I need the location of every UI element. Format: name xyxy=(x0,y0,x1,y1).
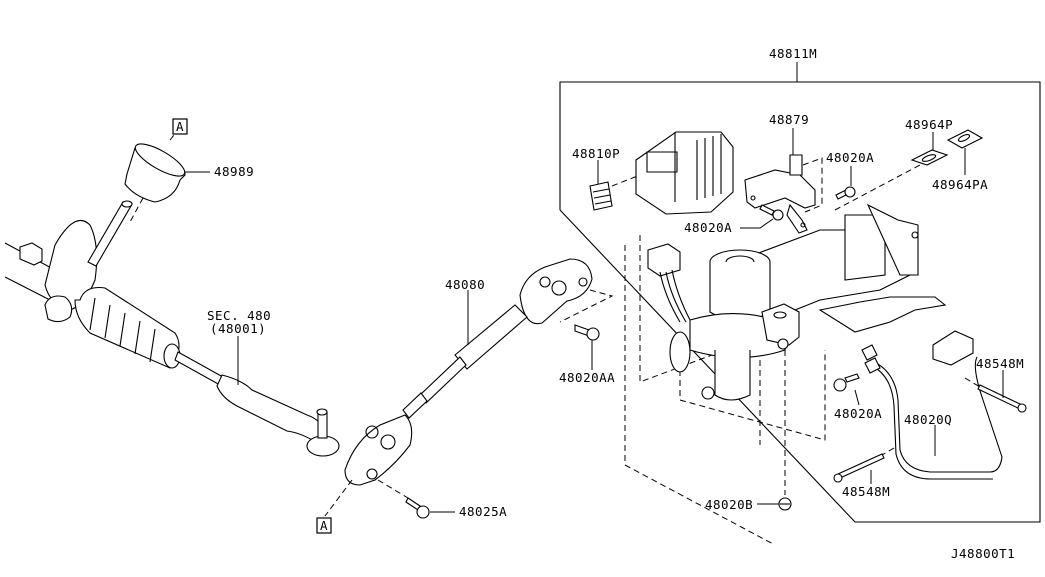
label-48080: 48080 xyxy=(445,277,485,292)
column-mount-bracket xyxy=(866,203,919,276)
harness-cable xyxy=(869,356,1003,473)
control-unit: 48810P xyxy=(572,131,734,215)
control-unit-body xyxy=(635,131,734,215)
label-48020Q: 48020Q xyxy=(904,412,952,427)
label-48020A-ground: 48020A xyxy=(834,406,882,421)
motor-connector xyxy=(647,243,681,277)
bracket-bolt-lower-48020A: 48020A xyxy=(684,204,784,235)
ground-bolt-48020A: 48020A xyxy=(833,373,882,421)
eps-motor-body xyxy=(709,262,771,322)
clip-48964PA: 48964PA xyxy=(932,129,988,192)
steering-rack xyxy=(4,200,340,457)
lower-shaft: 48080 xyxy=(344,258,593,486)
shaft-bolt-48020AA: 48020AA xyxy=(559,289,615,385)
reference-mark-a-top-label: A xyxy=(176,119,184,134)
clip-48964P: 48964P xyxy=(905,117,953,166)
assembly-frame-outline xyxy=(559,81,1041,523)
label-sec-480: SEC. 480 xyxy=(207,308,271,323)
dust-boot: 48989 A xyxy=(124,118,254,223)
rack-input-shaft xyxy=(87,201,132,267)
lower-universal-joint xyxy=(344,414,413,486)
bracket-bolt-upper-48020A: 48020A xyxy=(826,150,921,211)
label-48020A-lower: 48020A xyxy=(684,220,732,235)
label-48020A-upper: 48020A xyxy=(826,150,874,165)
reference-mark-a-bottom xyxy=(316,517,332,534)
reference-mark-a-bottom-group: A xyxy=(316,479,353,534)
harness-band-lower: 48548M xyxy=(833,447,895,499)
clip-48964PA-shape xyxy=(946,129,984,149)
shaft-inner xyxy=(419,356,467,404)
shaft-outer-tube xyxy=(454,304,528,370)
label-48879: 48879 xyxy=(769,112,809,127)
label-48811M: 48811M xyxy=(769,46,817,61)
steering-column-assembly xyxy=(647,203,947,401)
label-48020AA: 48020AA xyxy=(559,370,615,385)
rack-connector xyxy=(19,242,43,266)
callout-sec-480: SEC. 480 (48001) xyxy=(207,308,271,385)
harness-band-right: 48548M xyxy=(964,356,1027,413)
bracket-plate xyxy=(744,169,816,209)
column-lower-plate xyxy=(818,296,947,333)
label-48964PA: 48964PA xyxy=(932,177,988,192)
tie-rod-ball-joint xyxy=(306,435,340,457)
label-48020B: 48020B xyxy=(705,497,753,512)
clip-48964P-shape xyxy=(910,149,949,166)
label-48810P: 48810P xyxy=(572,146,620,161)
label-48989: 48989 xyxy=(214,164,254,179)
connector-48810P xyxy=(589,181,613,211)
bracket-48879: 48879 xyxy=(744,112,823,234)
label-48548M-lower: 48548M xyxy=(842,484,890,499)
diagram-code: J48800T1 xyxy=(951,546,1015,561)
assembly-frame: 48811M xyxy=(559,46,1041,523)
column-nut-48020B: 48020B xyxy=(705,497,792,512)
harness-connector xyxy=(932,330,974,366)
joint-bolt-48025A: 48025A xyxy=(377,479,507,519)
reference-mark-a-top xyxy=(172,118,188,135)
label-48001: (48001) xyxy=(210,321,266,336)
reference-mark-a-bottom-label: A xyxy=(320,518,328,533)
label-48964P: 48964P xyxy=(905,117,953,132)
label-48548M-right: 48548M xyxy=(976,356,1024,371)
upper-universal-joint xyxy=(519,258,593,325)
label-48025A: 48025A xyxy=(459,504,507,519)
ground-harness: 48020Q xyxy=(861,330,1003,480)
column-dashed-box xyxy=(624,235,826,546)
tie-rod-end xyxy=(216,374,328,444)
column-output xyxy=(714,350,751,401)
column-clamp xyxy=(761,303,800,346)
